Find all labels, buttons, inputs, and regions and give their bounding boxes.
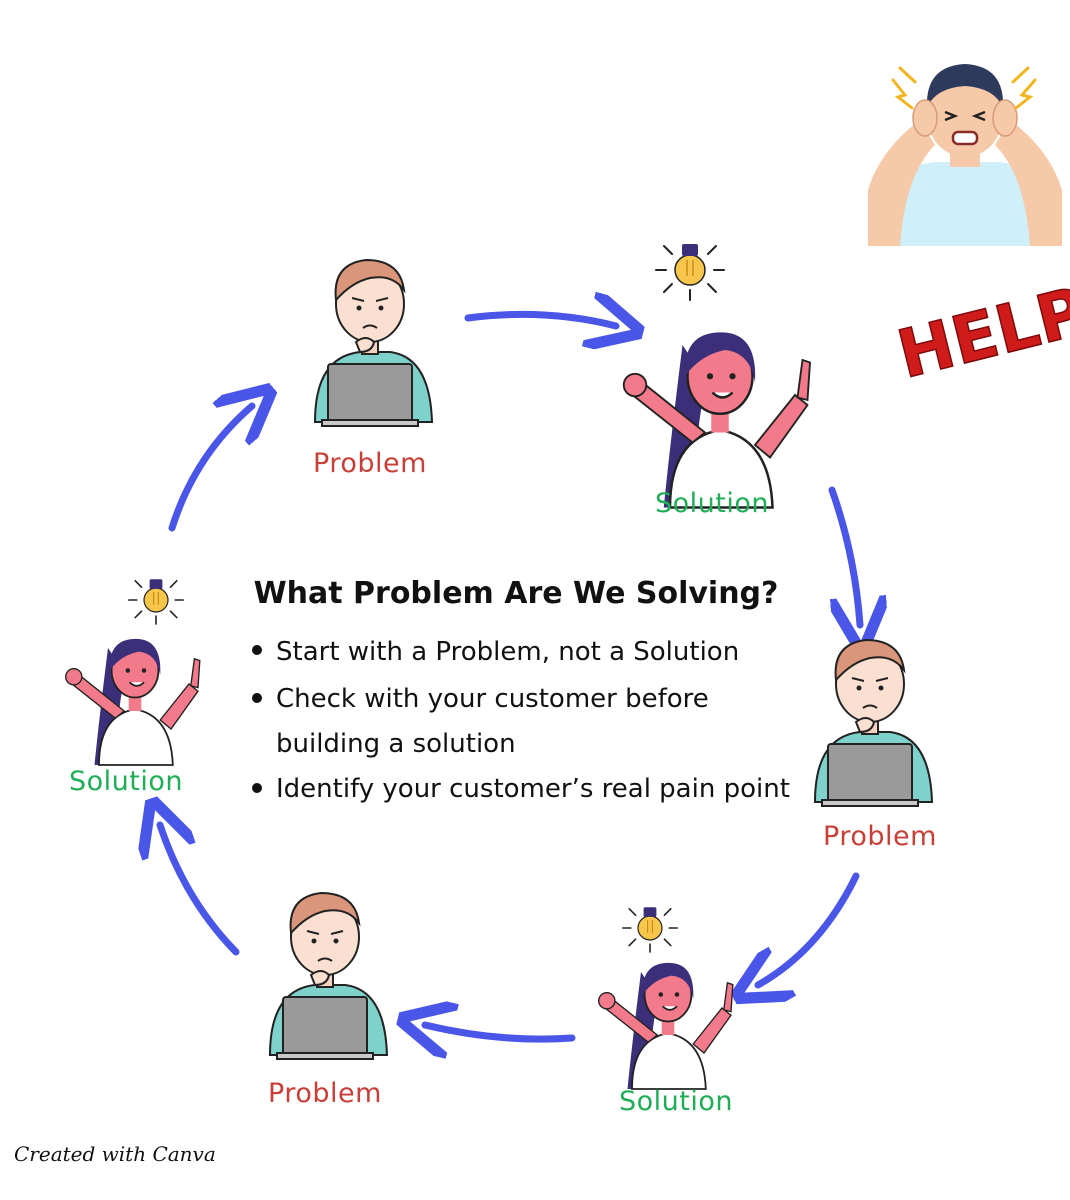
stress-lightning-icon [891,66,1037,110]
solution-person-illustration [622,331,812,509]
arrow-solution-to-right-problem [828,486,860,625]
bullet-item: Start with a Problem, not a Solution [276,637,739,667]
bullet-dot [252,783,262,793]
canva-credit: Created with Canva [14,1142,216,1166]
bullet-item: Identify your customer’s real pain point [276,774,790,804]
bullet-item-continuation: building a solution [276,729,516,759]
node-top-solution: Solution [622,243,812,519]
node-top-problem: Problem [313,259,433,479]
node-label: Solution [619,1086,733,1117]
problem-person-illustration [814,639,933,807]
node-label: Problem [313,448,427,479]
bullet-dot [252,693,262,703]
arrow-left-solution-to-top-problem [168,406,252,532]
solution-person-illustration [597,962,734,1090]
bullet-item: Check with your customer before [276,684,709,714]
node-label: Solution [69,766,183,797]
lightbulb-icon [655,243,725,301]
problem-person-illustration [269,892,388,1060]
node-label: Solution [655,488,769,519]
help-exclamation-text: HELP! [890,265,1070,393]
lightbulb-icon [621,906,679,953]
center-text-block: What Problem Are We Solving? Start with … [252,576,790,804]
arrow-bottom-problem-to-left-solution [160,825,240,956]
center-title: What Problem Are We Solving? [254,576,779,611]
node-left-solution: Solution [64,578,201,797]
lightbulb-icon [128,578,184,625]
node-label: Problem [823,821,937,852]
arrow-right-problem-to-bottom-solution [758,872,860,985]
arrow-top-problem-to-solution [464,314,616,326]
cycle-arrows [160,314,860,1039]
stressed-person-illustration [868,64,1062,246]
solution-person-illustration [64,638,201,766]
node-right-problem: Problem [814,639,937,852]
arrow-bottom-solution-to-bottom-problem [425,1025,576,1039]
node-label: Problem [268,1078,382,1109]
node-bottom-problem: Problem [268,892,388,1109]
node-bottom-solution: Solution [597,906,734,1117]
problem-person-illustration [314,259,433,427]
bullet-dot [252,645,262,655]
